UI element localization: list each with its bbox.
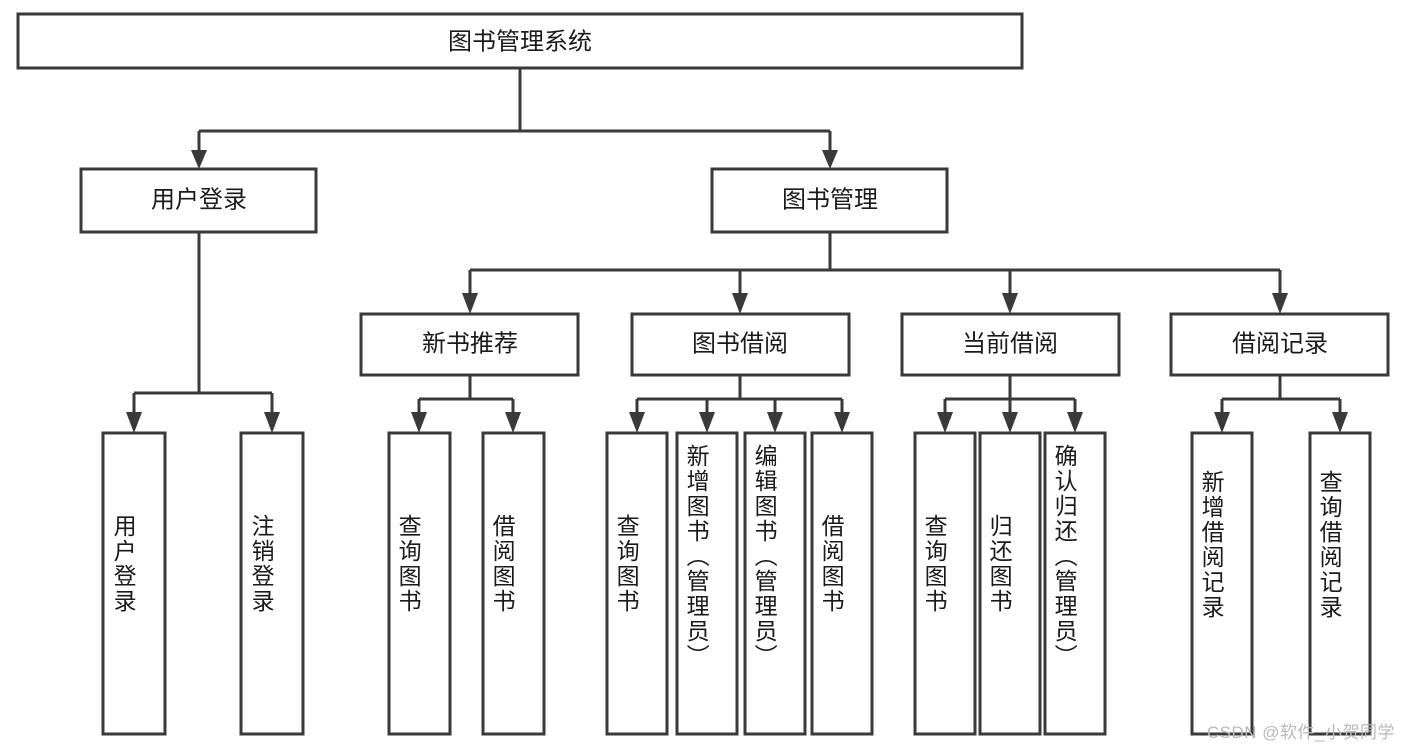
arrowhead-leaf-edit-book — [767, 412, 783, 433]
arrowhead-new-book-recommend — [462, 293, 478, 314]
arrowhead-leaf-user-login — [126, 412, 142, 433]
arrowhead-user-login — [191, 150, 207, 169]
node-box-leaf-borrow-book-1[interactable] — [481, 431, 546, 736]
arrowhead-leaf-add-book — [699, 412, 715, 433]
node-box-borrow-record[interactable] — [1169, 312, 1390, 377]
node-box-leaf-query-book-1[interactable] — [387, 431, 452, 736]
node-box-leaf-query-book-2[interactable] — [605, 431, 669, 736]
arrowhead-leaf-query-book-2 — [629, 412, 645, 433]
arrowhead-book-borrow — [732, 293, 748, 314]
node-box-leaf-return-book[interactable] — [978, 431, 1042, 736]
node-box-book-borrow[interactable] — [630, 312, 851, 377]
arrowhead-current-borrow — [1002, 293, 1018, 314]
node-label-root: 图书管理系统 — [448, 28, 592, 55]
node-label-book-management: 图书管理 — [782, 186, 878, 213]
node-box-current-borrow[interactable] — [900, 312, 1121, 377]
arrowhead-leaf-confirm-return — [1067, 412, 1083, 433]
arrowhead-leaf-borrow-book-1 — [505, 412, 521, 433]
csdn-watermark: CSDN @软件_小贺同学 — [1206, 723, 1395, 742]
node-box-leaf-query-book-3[interactable] — [913, 431, 977, 736]
node-box-leaf-edit-book[interactable] — [743, 431, 807, 736]
node-box-leaf-confirm-return[interactable] — [1043, 431, 1107, 736]
node-box-leaf-user-logout[interactable] — [239, 431, 305, 736]
node-label-borrow-record: 借阅记录 — [1232, 330, 1328, 357]
arrowhead-borrow-record — [1272, 293, 1288, 314]
node-box-leaf-borrow-book-2[interactable] — [810, 431, 874, 736]
node-label-current-borrow: 当前借阅 — [962, 330, 1058, 357]
node-box-leaf-add-book[interactable] — [675, 431, 739, 736]
arrowhead-leaf-add-record — [1214, 412, 1230, 433]
node-label-user-login: 用户登录 — [151, 186, 247, 213]
arrowhead-leaf-query-book-1 — [411, 412, 427, 433]
connector-layer — [126, 68, 1348, 433]
node-box-user-login[interactable] — [79, 167, 318, 234]
node-box-book-management[interactable] — [710, 167, 949, 234]
arrowhead-leaf-query-record — [1332, 412, 1348, 433]
arrowhead-leaf-return-book — [1002, 412, 1018, 433]
node-box-leaf-query-record[interactable] — [1308, 431, 1372, 736]
arrowhead-book-management — [822, 150, 838, 169]
arrowhead-leaf-user-logout — [264, 412, 280, 433]
node-box-new-book-recommend[interactable] — [359, 312, 580, 377]
node-label-new-book-recommend: 新书推荐 — [422, 330, 518, 357]
node-box-leaf-user-login[interactable] — [101, 431, 167, 736]
node-layer: 图书管理系统 用户登录 图书管理 新书推荐 图书借阅 当前借阅 借阅记录 — [16, 12, 1390, 736]
node-box-root[interactable] — [16, 12, 1024, 70]
node-label-book-borrow: 图书借阅 — [692, 330, 788, 357]
node-box-leaf-add-record[interactable] — [1190, 431, 1254, 736]
arrowhead-leaf-query-book-3 — [937, 412, 953, 433]
arrowhead-leaf-borrow-book-2 — [834, 412, 850, 433]
